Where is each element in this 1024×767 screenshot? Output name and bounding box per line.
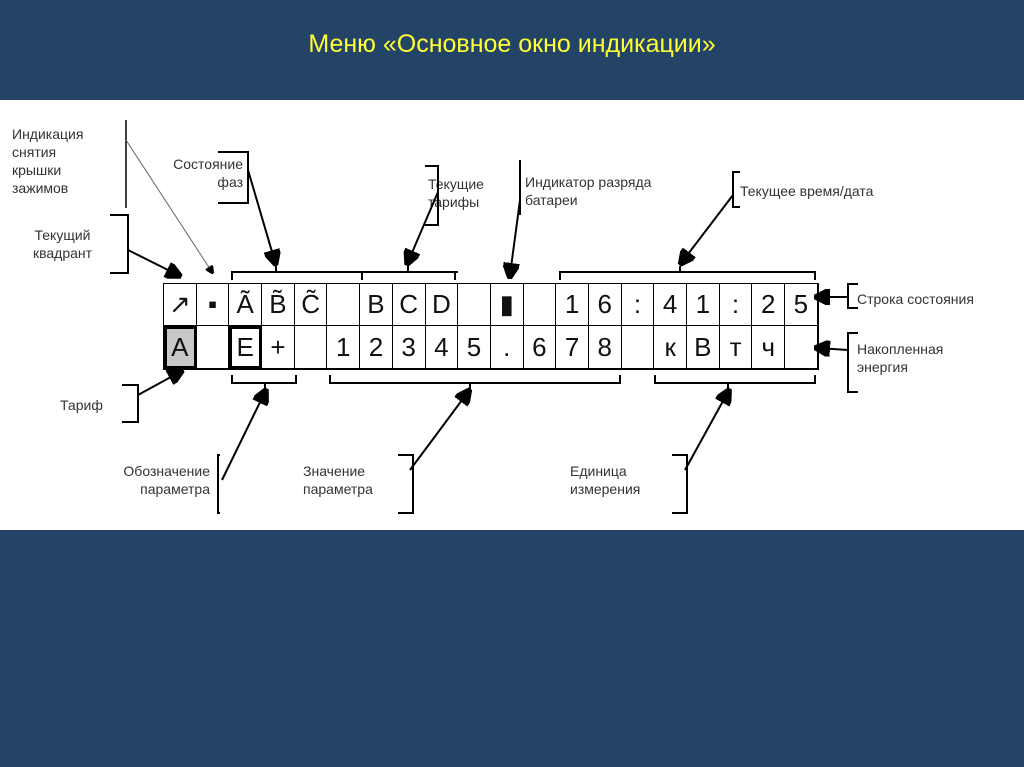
lcd-cell: 1 — [327, 326, 361, 369]
label-quadrant: Текущий квадрант — [32, 227, 93, 261]
label-cover: Индикация снятия крышки зажимов — [12, 126, 84, 196]
lcd-cell: 1 — [556, 284, 589, 326]
lcd-cell: : — [621, 284, 655, 326]
diagram-panel — [0, 100, 1024, 530]
lcd-cell: 5 — [458, 326, 491, 369]
lcd-cell: B̃ — [262, 284, 295, 326]
lcd-cell: 2 — [360, 326, 393, 369]
lcd-cell — [458, 284, 491, 326]
lcd-cell: В — [687, 326, 720, 369]
label-param-name: Обозначение параметра — [123, 463, 210, 497]
lcd-cell — [327, 284, 361, 326]
label-param-value: Значение параметра — [303, 463, 373, 497]
lcd-cell — [523, 284, 557, 326]
lcd-cell: ч — [752, 326, 786, 369]
lcd-cell: 4 — [425, 326, 459, 369]
lcd-cell: Ã — [229, 284, 263, 326]
lcd-cell: 6 — [523, 326, 557, 369]
lcd-cell: ▪ — [196, 284, 230, 326]
lcd-cell: C — [392, 284, 426, 326]
label-status-row: Строка состояния — [857, 291, 974, 307]
lcd-cell: 2 — [752, 284, 786, 326]
lcd-cell: к — [654, 326, 687, 369]
slide-title: Меню «Основное окно индикации» — [308, 30, 716, 58]
label-phases: Состояние фаз — [173, 156, 243, 190]
lcd-cell — [294, 326, 328, 369]
lcd-cell: . — [490, 326, 524, 369]
lcd-cell: D — [425, 284, 459, 326]
label-tariffs: Текущие тарифы — [428, 176, 484, 210]
lcd-cell: 4 — [654, 284, 687, 326]
lcd-cell — [196, 326, 230, 369]
lcd-cell: ▮ — [490, 284, 524, 326]
lcd-cell: E — [229, 326, 263, 369]
lcd-cell: C̃ — [294, 284, 328, 326]
lcd-cell: 8 — [588, 326, 622, 369]
lcd-cell: т — [719, 326, 753, 369]
lcd-cell: ↗ — [164, 284, 197, 326]
lcd-cell: 6 — [588, 284, 622, 326]
label-energy: Накопленная энергия — [857, 341, 944, 375]
lcd-cell: 3 — [392, 326, 426, 369]
label-battery: Индикатор разряда батареи — [525, 174, 652, 208]
label-unit: Единица измерения — [570, 463, 641, 497]
lcd-cell: 1 — [687, 284, 720, 326]
lcd-cell: + — [262, 326, 295, 369]
lcd-cell: 7 — [556, 326, 589, 369]
lcd-cell: B — [360, 284, 393, 326]
lcd-cell — [621, 326, 655, 369]
lcd-cell: : — [719, 284, 753, 326]
label-tariff: Тариф — [60, 397, 103, 413]
label-datetime: Текущее время/дата — [740, 183, 874, 199]
